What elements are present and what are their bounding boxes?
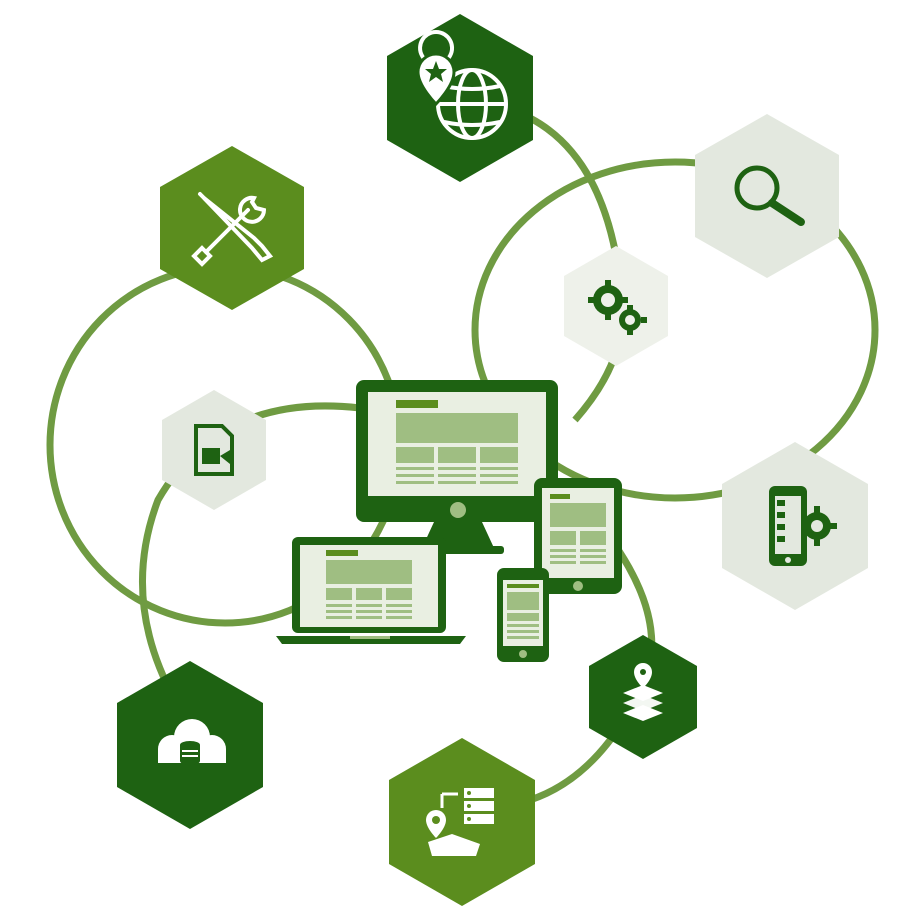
desktop-monitor [356,380,558,554]
hex-mobile-settings[interactable] [722,442,868,610]
video-file-icon [194,424,234,476]
hex-map-layers[interactable] [589,635,697,759]
hex-gears[interactable] [564,246,668,366]
smartphone [497,568,549,662]
hex-location-globe[interactable] [387,14,533,182]
hex-map-server[interactable] [389,738,535,906]
ring-right [471,158,879,502]
tablet [534,478,622,594]
map-layers-icon [623,663,663,721]
hex-search-shape [695,114,839,278]
hex-tools[interactable] [160,146,304,310]
hex-cloud-database[interactable] [117,661,263,829]
cloud-database-icon [158,719,226,765]
ring-center-lower [138,402,361,702]
location-globe-icon [416,30,508,140]
mobile-settings-icon [769,486,837,566]
hex-search[interactable] [695,114,839,278]
laptop [276,537,466,644]
hex-video-file[interactable] [162,390,266,510]
map-server-icon [426,788,494,856]
hex-map-server-shape [389,738,535,906]
devices-cluster [276,380,622,662]
wrench-screwdriver-icon [191,192,274,267]
gears-icon [588,280,647,335]
magnifier-icon [734,165,805,226]
